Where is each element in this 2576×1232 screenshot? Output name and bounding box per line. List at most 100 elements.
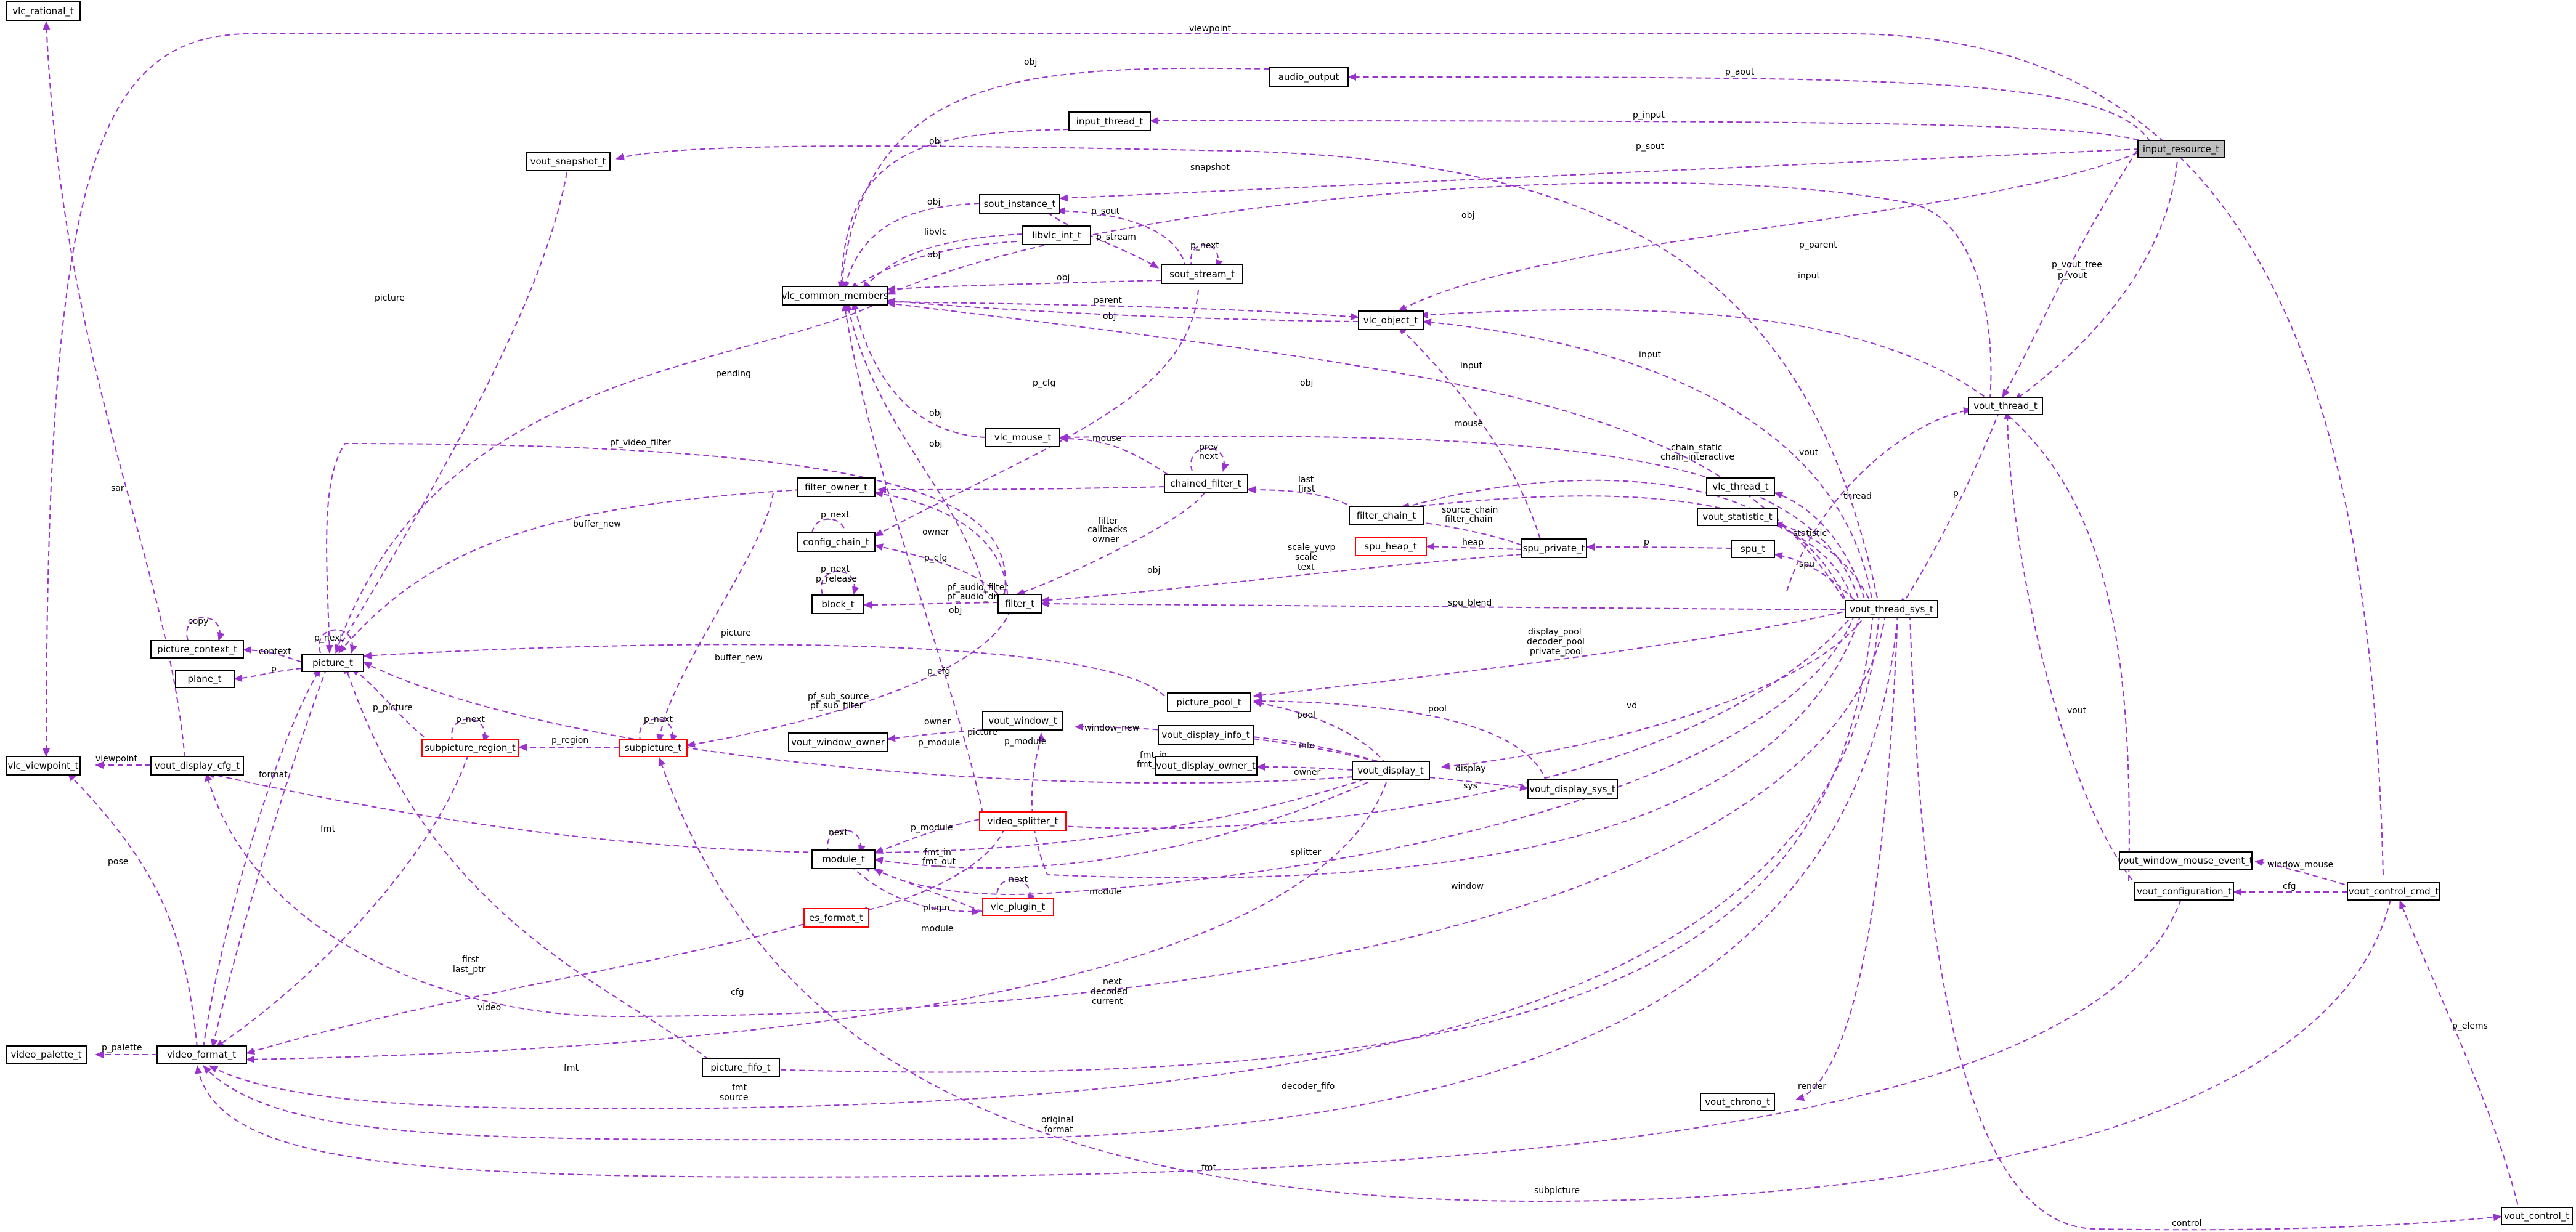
edge-subpicture-next xyxy=(639,718,678,743)
node-vout-snapshot-t[interactable]: vout_snapshot_t xyxy=(526,152,611,171)
edge-snapshot xyxy=(616,145,1880,607)
svg-text:vlc_object_t: vlc_object_t xyxy=(1363,315,1418,326)
node-input-thread-t[interactable]: input_thread_t xyxy=(1068,111,1151,131)
svg-text:picture_t: picture_t xyxy=(312,657,353,669)
node-chained-filter-t[interactable]: chained_filter_t xyxy=(1164,474,1248,493)
edge-splitter-module xyxy=(874,819,980,854)
node-picture-pool-t[interactable]: picture_pool_t xyxy=(1167,692,1251,712)
node-vlc-plugin-t[interactable]: vlc_plugin_t xyxy=(982,898,1054,916)
node-sout-instance-t[interactable]: sout_instance_t xyxy=(979,194,1060,214)
edge-sys-module xyxy=(874,614,1855,895)
edge-plugin-next xyxy=(996,878,1035,903)
node-picture-t[interactable]: picture_t xyxy=(301,654,364,672)
node-config-chain-t[interactable]: config_chain_t xyxy=(797,532,876,552)
node-vout-display-t[interactable]: vout_display_t xyxy=(1352,761,1430,780)
node-input-resource-t[interactable]: input_resource_t xyxy=(2137,140,2225,158)
node-vout-statistic-t[interactable]: vout_statistic_t xyxy=(1697,508,1778,526)
node-vout-window-t[interactable]: vout_window_t xyxy=(982,711,1063,731)
label-pf-sub-source: pf_sub_source xyxy=(808,692,869,702)
node-vout-window-owner[interactable]: vout_window_owner xyxy=(788,732,888,752)
node-libvlc-int-t[interactable]: libvlc_int_t xyxy=(1022,225,1091,245)
node-video-palette-t[interactable]: video_palette_t xyxy=(6,1045,87,1064)
edge-format-pose xyxy=(67,772,198,1048)
node-filter-chain-t[interactable]: filter_chain_t xyxy=(1349,506,1424,525)
label-obj-10: obj xyxy=(929,439,942,449)
node-vlc-mouse-t[interactable]: vlc_mouse_t xyxy=(985,428,1060,447)
label-window-new: window_new xyxy=(1084,723,1139,733)
node-vlc-viewpoint-t[interactable]: vlc_viewpoint_t xyxy=(6,756,81,776)
edge-render xyxy=(1795,614,1898,1101)
edge-display-owner xyxy=(1256,763,1353,771)
node-vout-window-mouse-event-t[interactable]: vout_window_mouse_event_t xyxy=(2118,851,2253,870)
node-vout-display-owner-t[interactable]: vout_display_owner_t xyxy=(1155,756,1258,776)
node-vout-control-t[interactable]: vout_control_t xyxy=(2501,1207,2573,1225)
label-window-mouse: window_mouse xyxy=(2267,860,2333,870)
label-parent: parent xyxy=(1094,296,1122,306)
node-spu-t[interactable]: spu_t xyxy=(1731,540,1775,558)
node-picture-context-t[interactable]: picture_context_t xyxy=(150,640,244,659)
label-p-picture: p_picture xyxy=(373,703,413,713)
svg-text:vout_display_info_t: vout_display_info_t xyxy=(1161,729,1249,741)
node-vout-display-sys-t[interactable]: vout_display_sys_t xyxy=(1527,779,1618,799)
edge-module-next xyxy=(827,829,866,854)
edge-chained-callbacks xyxy=(877,485,1165,493)
node-subpicture-region-t[interactable]: subpicture_region_t xyxy=(421,739,519,757)
label-pool-2: pool xyxy=(1428,704,1447,714)
node-plane-t[interactable]: plane_t xyxy=(175,670,235,688)
node-spu-private-t[interactable]: spu_private_t xyxy=(1521,538,1587,558)
edge-input-obj xyxy=(837,129,1070,290)
edge-sys-input xyxy=(1423,318,1874,607)
edge-p-input xyxy=(1150,117,2148,144)
label-callbacks: callbacks xyxy=(1087,525,1128,535)
node-sout-stream-t[interactable]: sout_stream_t xyxy=(1161,264,1243,284)
edge-splitter-format xyxy=(859,828,1005,914)
svg-text:vout_display_cfg_t: vout_display_cfg_t xyxy=(155,760,240,772)
label-fmt-2: fmt xyxy=(564,1063,579,1073)
label-module-1: module xyxy=(1089,887,1121,897)
node-vout-chrono-t[interactable]: vout_chrono_t xyxy=(1700,1093,1775,1111)
node-vout-configuration-t[interactable]: vout_configuration_t xyxy=(2134,882,2234,901)
node-video-splitter-t[interactable]: video_splitter_t xyxy=(979,811,1067,831)
label-pose: pose xyxy=(108,857,128,867)
label-picture-1: picture xyxy=(721,628,751,638)
label-obj-3: obj xyxy=(927,197,940,207)
node-subpicture-t[interactable]: subpicture_t xyxy=(619,739,688,757)
node-vout-display-info-t[interactable]: vout_display_info_t xyxy=(1158,725,1254,745)
node-spu-heap-t[interactable]: spu_heap_t xyxy=(1355,537,1427,556)
node-module-t[interactable]: module_t xyxy=(811,849,876,869)
label-pool-1: pool xyxy=(1297,710,1315,720)
edge-p-vout xyxy=(2014,152,2179,401)
node-vlc-rational-t[interactable]: vlc_rational_t xyxy=(6,1,81,21)
svg-text:chained_filter_t: chained_filter_t xyxy=(1170,478,1241,490)
node-audio-output[interactable]: audio_output xyxy=(1269,67,1349,87)
node-es-format-t[interactable]: es_format_t xyxy=(803,908,869,928)
svg-text:config_chain_t: config_chain_t xyxy=(803,537,869,548)
label-context: context xyxy=(259,647,291,657)
node-picture-fifo-t[interactable]: picture_fifo_t xyxy=(702,1058,780,1077)
edge-picture-format xyxy=(211,668,327,1048)
edge-config-vout xyxy=(2004,411,2139,888)
node-vout-control-cmd-t[interactable]: vout_control_cmd_t xyxy=(2347,882,2440,901)
edge-source-chain xyxy=(1407,517,1522,546)
node-block-t[interactable]: block_t xyxy=(811,594,864,614)
edge-libvlc-obj xyxy=(850,241,1017,290)
node-vlc-object-t[interactable]: vlc_object_t xyxy=(1358,310,1424,330)
label-buffer-new-1: buffer_new xyxy=(573,519,621,529)
node-vout-thread-t[interactable]: vout_thread_t xyxy=(1968,397,2043,415)
edge-format-picture xyxy=(203,668,321,1048)
node-filter-owner-t[interactable]: filter_owner_t xyxy=(797,477,876,497)
node-filter-t[interactable]: filter_t xyxy=(997,594,1042,614)
label-p-next-5: p_next xyxy=(456,715,485,724)
node-vout-display-cfg-t[interactable]: vout_display_cfg_t xyxy=(150,756,244,776)
label-info: info xyxy=(1299,741,1315,751)
node-video-format-t[interactable]: video_format_t xyxy=(156,1045,247,1064)
node-vout-thread-sys-t[interactable]: vout_thread_sys_t xyxy=(1845,600,1938,618)
node-vlc-common-members[interactable]: vlc_common_members xyxy=(782,286,888,306)
edge-chained-prev xyxy=(1190,447,1229,472)
node-vlc-thread-t[interactable]: vlc_thread_t xyxy=(1706,477,1775,496)
edge-statistic xyxy=(1774,521,1874,607)
label-module-2: module xyxy=(921,924,953,934)
svg-text:spu_heap_t: spu_heap_t xyxy=(1364,541,1416,553)
svg-text:vout_display_t: vout_display_t xyxy=(1357,765,1424,777)
